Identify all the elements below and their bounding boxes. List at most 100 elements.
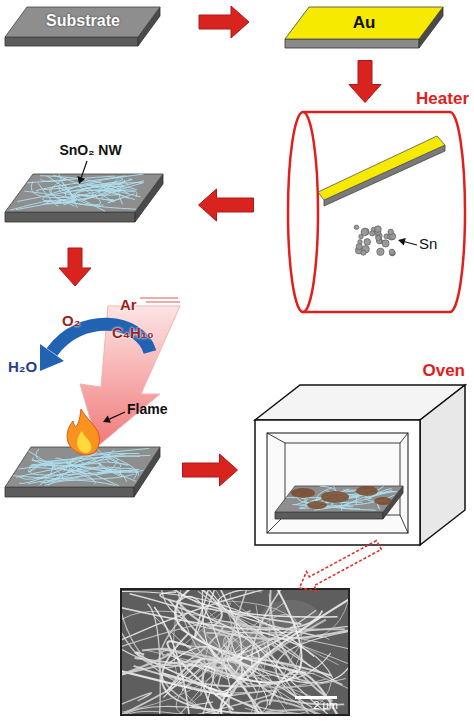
slab-front <box>275 512 383 519</box>
tin-particle <box>361 228 368 235</box>
tin-particle <box>354 225 359 230</box>
tin-particle <box>382 240 389 247</box>
equipment-label: Heater <box>389 89 469 109</box>
oven-box-drawing <box>255 383 465 545</box>
process-arrow <box>199 6 249 38</box>
tin-particle <box>358 240 363 245</box>
nanowire <box>28 469 139 484</box>
slab-front <box>5 487 134 497</box>
nanowire <box>74 190 119 192</box>
leader-arrowhead <box>78 176 86 184</box>
sem-nanowire <box>120 596 326 693</box>
nanowire <box>30 467 85 483</box>
sem-nanowire <box>178 614 298 716</box>
sem-nanowire <box>134 666 282 687</box>
tin-particle <box>389 249 394 254</box>
tin-particle <box>375 226 382 233</box>
leader-line <box>405 242 417 245</box>
flame <box>67 409 99 455</box>
coating-blob <box>374 497 392 505</box>
furnace-tube <box>303 112 465 312</box>
leader-line <box>109 412 125 419</box>
nanowire <box>66 455 151 462</box>
tin-particle <box>388 229 394 235</box>
slab-top <box>318 136 445 200</box>
process-arrow <box>349 61 381 103</box>
equipment-label: Oven <box>395 361 465 381</box>
nanowire <box>38 183 58 206</box>
process-arrow <box>199 189 254 221</box>
material-label: Sn <box>419 235 449 252</box>
nanowire <box>77 194 115 201</box>
process-arrow <box>59 248 91 286</box>
tin-particle <box>370 231 375 236</box>
oven-opening <box>267 433 408 533</box>
slab-top <box>5 7 160 37</box>
slab-front <box>324 145 445 206</box>
sem-micrograph: 2 μm <box>120 588 350 716</box>
slab-label: Substrate <box>27 12 139 30</box>
sem-nanowire <box>236 611 345 630</box>
gas-label: H₂O <box>8 358 37 375</box>
gas-streak <box>146 301 180 303</box>
tin-particle <box>377 248 384 255</box>
slab-top <box>285 7 443 39</box>
sem-nanowire <box>217 588 255 688</box>
sem-nanowire <box>169 599 263 714</box>
nanowire <box>31 181 77 197</box>
sem-nanowire <box>163 659 200 697</box>
coating-blob <box>321 491 349 503</box>
sem-nanowire <box>120 591 314 656</box>
nanowire <box>64 179 133 192</box>
tube-furnace: HeaterSn <box>285 112 470 317</box>
slab-top <box>5 174 163 212</box>
tin-particle <box>376 236 381 241</box>
tin-particle <box>364 239 371 246</box>
nanowire <box>27 176 115 183</box>
slab-top <box>275 486 403 512</box>
nanowire <box>10 201 50 211</box>
oven-side <box>420 385 465 545</box>
slab-label: SnO₂ NW <box>43 142 138 158</box>
substrate-slab: Substrate <box>5 3 163 51</box>
sem-nanowire <box>177 600 350 639</box>
nanowire-slab-drawing <box>5 172 167 224</box>
gas-streak <box>140 297 178 299</box>
oven-edge <box>400 515 408 533</box>
flame-inner <box>77 431 91 453</box>
sem-nanowire <box>198 630 244 676</box>
nanowire <box>300 507 353 509</box>
flame-treated-slab: Flame <box>5 395 165 505</box>
nanowire <box>16 200 65 210</box>
leader-arrowhead <box>398 238 406 246</box>
process-arrow <box>183 454 238 486</box>
tube-furnace-drawing <box>285 112 470 317</box>
oven-box: Oven <box>255 383 465 545</box>
sem-nanowire <box>160 588 226 716</box>
gas-label: O₂ <box>62 312 80 329</box>
sem-nanowire <box>120 588 233 714</box>
nanowire <box>70 459 118 475</box>
callout-label: Flame <box>127 401 183 417</box>
gold-coated-slab: Au <box>285 3 445 51</box>
coating-blob <box>291 488 315 498</box>
coating-blob <box>307 501 327 509</box>
flame-outer <box>67 409 99 455</box>
gas-label: C₄H₁₀ <box>112 324 154 341</box>
leader-arrowhead <box>103 416 111 423</box>
leader-line <box>81 161 87 177</box>
scale-bar-label: 2 μm <box>313 699 338 712</box>
nanowire <box>295 498 307 504</box>
sem-nanowire <box>120 606 322 630</box>
sem-nanowire <box>120 706 325 716</box>
scale-bar <box>295 696 337 699</box>
nanowire-slab: SnO₂ NW <box>5 172 167 224</box>
sem-nanowire <box>146 650 335 716</box>
slab-front <box>285 39 419 48</box>
zoom-arrow <box>299 541 381 591</box>
nanowire <box>106 456 139 463</box>
sem-nanowire <box>165 588 337 617</box>
water-outflow-arrowhead <box>40 344 64 371</box>
